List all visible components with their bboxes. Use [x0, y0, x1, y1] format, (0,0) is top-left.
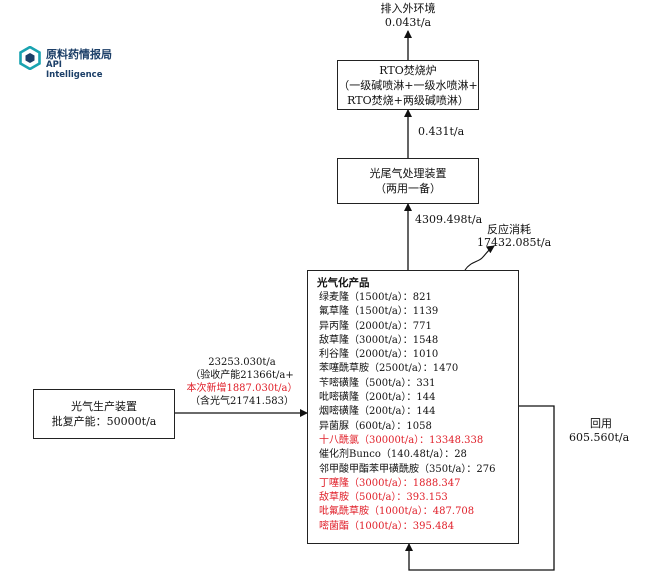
environment-amount: 0.043t/a	[384, 16, 432, 29]
product-item: 丁噻隆（3000t/a）：1888.347	[319, 477, 461, 489]
product-item: 苯噻酰草胺（2500t/a）：1470	[319, 363, 459, 375]
reaction-consumption-amount: 17432.085t/a	[477, 236, 552, 249]
reaction-consumption-label: 反应消耗	[487, 223, 531, 236]
input-flow-label: 23253.030t/a （验收产能21366t/a+ 本次新增1887.030…	[183, 356, 301, 408]
product-item: 利谷隆（2000t/a）：1010	[319, 349, 439, 361]
product-item: 嘧菌酯（1000t/a）：395.484	[319, 520, 455, 532]
logo-name-en: API Intelligence	[46, 60, 103, 80]
product-list: 绿麦隆（1500t/a）：821 氟草隆（1500t/a）：1139 异丙隆（200…	[317, 291, 518, 534]
product-item: 绿麦隆（1500t/a）：821	[319, 292, 432, 303]
input-flow-new: 本次新增1887.030t/a）	[186, 383, 298, 394]
input-flow-total: 23253.030t/a	[208, 357, 276, 368]
rto-process-line-2: RTO焚烧+两级碱喷淋）	[347, 94, 469, 107]
phosgenation-products-box: 光气化产品 绿麦隆（1500t/a）：821 氟草隆（1500t/a）：1139 异…	[307, 270, 519, 544]
arrow-recycle-loop	[405, 405, 555, 571]
flow-treatment-to-rto: 0.431t/a	[418, 125, 465, 138]
products-title: 光气化产品	[317, 277, 370, 289]
phosgene-production-box: 光气生产装置 批复产能：50000t/a	[33, 389, 175, 439]
product-item: 催化剂Bunco（140.48t/a）：28	[319, 449, 467, 461]
product-item: 邻甲酸甲酯苯甲磺酰胺（350t/a）：276	[319, 463, 496, 475]
product-item: 氟草隆（1500t/a）：1139	[319, 306, 439, 318]
product-item: 烟嘧磺隆（200t/a）：144	[319, 406, 436, 418]
logo-name-cn: 原料药情报局	[46, 48, 112, 61]
product-item: 异菌脲（600t/a）：1058	[319, 420, 432, 432]
logo: 原料药情报局 API Intelligence	[18, 44, 118, 80]
rto-incinerator-box: RTO焚烧炉 （一级碱喷淋+一级水喷淋+ RTO焚烧+两级碱喷淋）	[337, 60, 479, 110]
product-item: 吡氟酰草胺（1000t/a）：487.708	[319, 506, 475, 518]
tail-gas-subtitle: （两用一备）	[375, 182, 441, 195]
environment-label: 排入外环境	[380, 2, 436, 15]
recycle-label: 回用	[590, 417, 612, 430]
production-capacity: 批复产能：50000t/a	[51, 415, 157, 428]
input-flow-phosgene: （含光气21741.583）	[189, 396, 295, 407]
product-item: 异丙隆（2000t/a）：771	[319, 320, 432, 332]
tail-gas-treatment-box: 光尾气处理装置 （两用一备）	[337, 158, 479, 204]
product-item: 十八酰氯（30000t/a）：13348.338	[319, 434, 484, 446]
rto-process-line-1: （一级碱喷淋+一级水喷淋+	[338, 79, 478, 92]
rto-title: RTO焚烧炉	[379, 64, 437, 77]
logo-mark-icon	[19, 46, 41, 70]
production-title: 光气生产装置	[71, 400, 137, 413]
product-item: 敌草隆（3000t/a）：1548	[319, 334, 439, 346]
recycle-amount: 605.560t/a	[569, 431, 630, 444]
flow-products-to-treatment: 4309.498t/a	[415, 213, 483, 226]
product-item: 敌草胺（500t/a）：393.153	[319, 492, 448, 504]
product-item: 吡嘧磺隆（200t/a）：144	[319, 392, 436, 404]
arrow-reaction-consumption	[464, 245, 495, 271]
product-item: 苄嘧磺隆（500t/a）：331	[319, 377, 436, 389]
tail-gas-title: 光尾气处理装置	[369, 167, 447, 180]
input-flow-accepted: （验收产能21366t/a+	[190, 370, 294, 381]
